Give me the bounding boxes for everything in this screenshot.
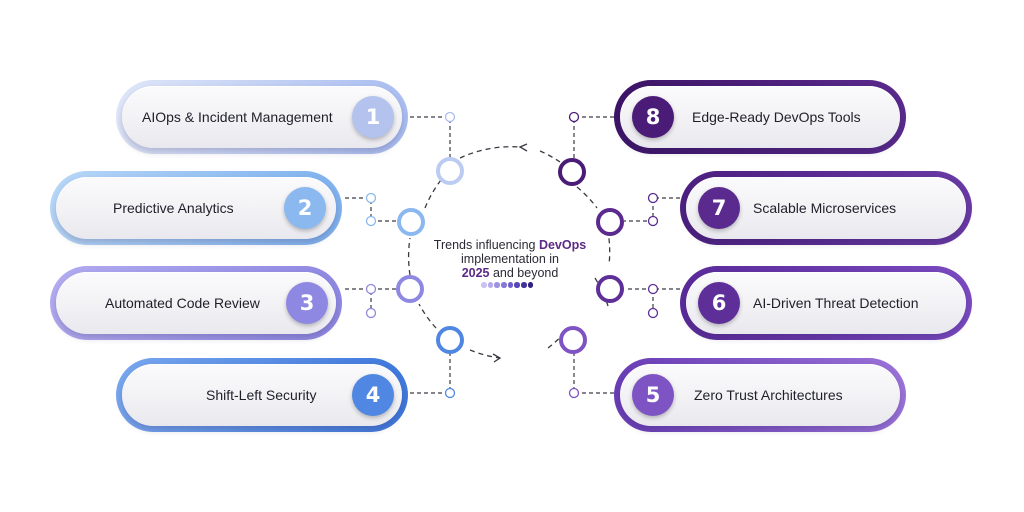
- dot: [501, 282, 507, 288]
- dot: [514, 282, 520, 288]
- trend-card-7: 7 Scalable Microservices: [680, 171, 972, 245]
- number-badge: 5: [632, 374, 674, 416]
- dot: [487, 282, 494, 288]
- number-badge: 1: [352, 96, 394, 138]
- dot: [481, 282, 487, 288]
- trend-label: AIOps & Incident Management: [142, 109, 333, 125]
- number-badge: 2: [284, 187, 326, 229]
- progress-dots: [481, 282, 541, 290]
- trend-card-8: 8 Edge-Ready DevOps Tools: [614, 80, 906, 154]
- dot: [527, 282, 534, 288]
- number-badge: 4: [352, 374, 394, 416]
- center-highlight: DevOps: [538, 238, 587, 252]
- number-badge: 8: [632, 96, 674, 138]
- center-line-3-suffix: and beyond: [489, 266, 559, 280]
- number-badge: 6: [698, 282, 740, 324]
- center-line-1: Trends influencing DevOps: [425, 238, 595, 252]
- trend-card-3: Automated Code Review 3: [50, 266, 342, 340]
- center-line-2: implementation in: [461, 252, 559, 266]
- trend-label: Shift-Left Security: [206, 387, 317, 403]
- center-line-3: 2025 and beyond: [425, 266, 595, 280]
- trend-label: Scalable Microservices: [753, 200, 897, 216]
- number-badge: 3: [286, 282, 328, 324]
- trend-label: Automated Code Review: [105, 295, 260, 311]
- trend-card-4: Shift-Left Security 4: [116, 358, 408, 432]
- dot: [507, 282, 514, 288]
- trend-label: AI-Driven Threat Detection: [753, 295, 919, 311]
- number-badge: 7: [698, 187, 740, 229]
- trend-label: Zero Trust Architectures: [694, 387, 843, 403]
- trend-label: Edge-Ready DevOps Tools: [692, 109, 861, 125]
- trend-card-6: 6 AI-Driven Threat Detection: [680, 266, 972, 340]
- center-year: 2025: [461, 266, 490, 280]
- dot: [521, 282, 527, 288]
- trend-card-2: Predictive Analytics 2: [50, 171, 342, 245]
- trend-label: Predictive Analytics: [113, 200, 234, 216]
- dot: [494, 282, 500, 288]
- center-line-1-prefix: Trends influencing: [433, 238, 539, 252]
- center-title: Trends influencing DevOps implementation…: [425, 238, 595, 280]
- trend-card-5: 5 Zero Trust Architectures: [614, 358, 906, 432]
- trend-card-1: AIOps & Incident Management 1: [116, 80, 408, 154]
